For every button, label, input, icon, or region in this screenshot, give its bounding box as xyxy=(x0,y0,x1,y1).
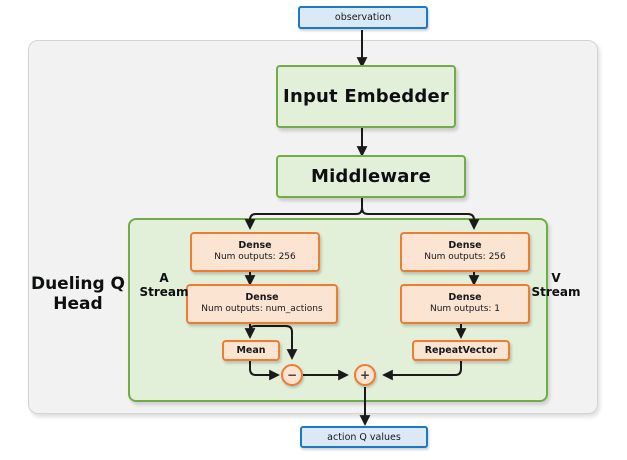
v-stream-dense-1-sub: Num outputs: 1 xyxy=(429,304,501,315)
observation-label: observation xyxy=(334,12,392,23)
a-stream-label-line2: Stream xyxy=(139,284,189,299)
repeat-vector-node: RepeatVector xyxy=(412,340,510,361)
add-operator-symbol: + xyxy=(359,368,371,382)
mean-node: Mean xyxy=(222,340,280,361)
action-q-values-label: action Q values xyxy=(327,431,401,443)
a-stream-dense-256-sub: Num outputs: 256 xyxy=(214,252,296,263)
v-stream-label-line1: V xyxy=(551,271,561,285)
v-stream-label-line2: Stream xyxy=(531,284,581,299)
input-embedder-label: Input Embedder xyxy=(283,86,449,107)
dueling-q-head-label-line1: Dueling Q xyxy=(30,274,126,294)
a-stream-label-line1: A xyxy=(159,271,169,285)
dueling-q-head-label: Dueling Q Head xyxy=(30,274,126,314)
action-q-values-node: action Q values xyxy=(300,426,428,448)
v-stream-dense-1-title: Dense xyxy=(448,292,482,304)
v-stream-dense-256-sub: Num outputs: 256 xyxy=(424,252,506,263)
mean-label: Mean xyxy=(236,344,266,356)
middleware-node: Middleware xyxy=(276,155,466,198)
v-stream-dense-256-node: Dense Num outputs: 256 xyxy=(400,232,530,272)
subtract-operator-symbol: − xyxy=(286,368,298,382)
a-stream-label: A Stream xyxy=(134,271,194,300)
a-stream-dense-num-actions-title: Dense xyxy=(245,292,279,304)
v-stream-dense-256-title: Dense xyxy=(448,240,482,252)
repeat-vector-label: RepeatVector xyxy=(424,344,498,356)
input-embedder-node: Input Embedder xyxy=(276,65,456,128)
subtract-operator-node: − xyxy=(281,364,303,386)
add-operator-node: + xyxy=(354,364,376,386)
observation-node: observation xyxy=(298,6,428,29)
dueling-q-head-label-line2: Head xyxy=(53,293,103,314)
v-stream-label: V Stream xyxy=(526,271,586,300)
a-stream-dense-num-actions-node: Dense Num outputs: num_actions xyxy=(186,284,338,324)
a-stream-dense-256-title: Dense xyxy=(238,240,272,252)
a-stream-dense-256-node: Dense Num outputs: 256 xyxy=(190,232,320,272)
middleware-label: Middleware xyxy=(310,166,432,187)
a-stream-dense-num-actions-sub: Num outputs: num_actions xyxy=(201,304,323,315)
v-stream-dense-1-node: Dense Num outputs: 1 xyxy=(400,284,530,324)
